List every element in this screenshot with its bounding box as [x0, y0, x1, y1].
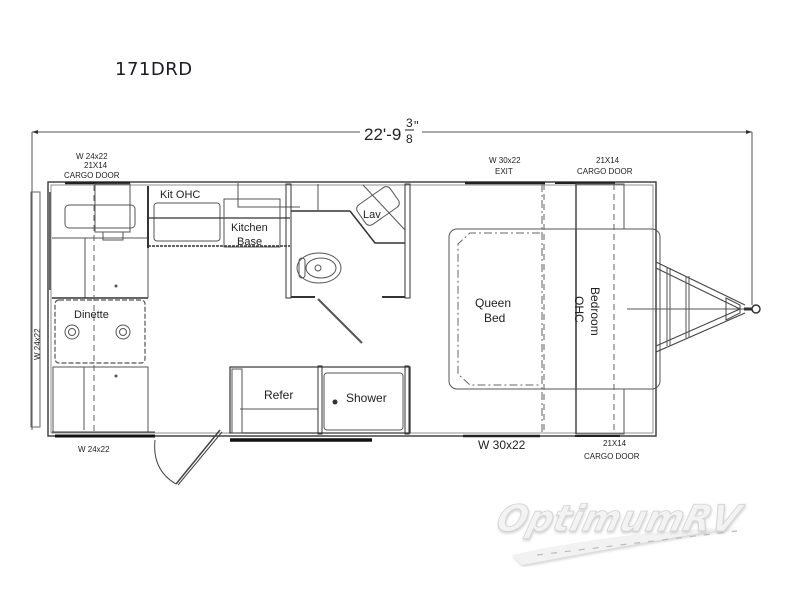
logo-text: OptimumRV — [497, 498, 748, 540]
bedroom-ohc-label-2: OHC — [572, 296, 586, 323]
dinette: Dinette — [54, 299, 146, 364]
exit-label: EXIT — [495, 167, 513, 176]
dimension-frac-num: 3 — [406, 116, 413, 130]
dimension-feet: 22'-9 — [364, 125, 401, 144]
lav-sink — [356, 186, 400, 226]
optimumrv-logo: OptimumRV — [497, 497, 748, 565]
kitchen-base-label-2: Base — [237, 236, 262, 248]
bedroom: Queen Bed Bedroom OHC — [448, 183, 745, 435]
bottom-window-label: W 30x22 — [478, 438, 526, 452]
rear-bench — [52, 366, 155, 433]
bath-door[interactable] — [317, 298, 363, 344]
dimension-inch-mark: " — [414, 118, 419, 133]
exterior-walls — [30, 181, 657, 442]
window-label: W 24x22 — [76, 152, 108, 161]
dimension-frac-den: 8 — [406, 132, 413, 146]
queen-bed-label-2: Bed — [484, 311, 505, 325]
arrow-left-icon — [32, 130, 38, 134]
overall-length-dimension: 22'-9 3 8 " — [31, 116, 753, 430]
refer-label: Refer — [264, 388, 293, 402]
hitch-tongue — [655, 261, 761, 353]
front-cabinets — [52, 183, 149, 432]
kitchen: Kit OHC Kitchen Base — [147, 183, 300, 248]
bedroom-ohc-label-1: Bedroom — [588, 287, 602, 336]
lav-label: Lav — [363, 209, 381, 221]
queen-bed-label-1: Queen — [475, 296, 511, 310]
shower-label: Shower — [346, 391, 387, 405]
cargo-size-label: 21X14 — [603, 439, 627, 448]
kitchen-base-label-1: Kitchen — [231, 222, 268, 234]
dinette-label: Dinette — [74, 309, 109, 321]
cargo-size-label: 21X14 — [596, 156, 620, 165]
cargo-door-label: CARGO DOOR — [64, 171, 120, 180]
bathroom: Lav — [285, 183, 411, 344]
model-title: 171DRD — [115, 59, 193, 80]
refer-shower: Refer Shower — [229, 365, 411, 435]
bottom-left-window-label: W 24x22 — [78, 445, 110, 454]
cargo-door-label: CARGO DOOR — [584, 452, 640, 461]
left-window-label: W 24x22 — [33, 328, 42, 360]
cargo-door-label: CARGO DOOR — [577, 167, 633, 176]
bottom-labels: W 30x22 21X14 CARGO DOOR — [478, 438, 640, 461]
top-labels: W 24x22 21X14 CARGO DOOR W 30x22 EXIT 21… — [64, 152, 633, 180]
kit-ohc-label: Kit OHC — [160, 189, 200, 201]
hitch-coupler-icon — [751, 304, 761, 314]
entry-door[interactable] — [154, 429, 223, 486]
arrow-right-icon — [746, 130, 752, 134]
toilet-icon — [296, 252, 342, 284]
cargo-size-label: 21X14 — [84, 161, 108, 170]
exit-window-label: W 30x22 — [489, 156, 521, 165]
